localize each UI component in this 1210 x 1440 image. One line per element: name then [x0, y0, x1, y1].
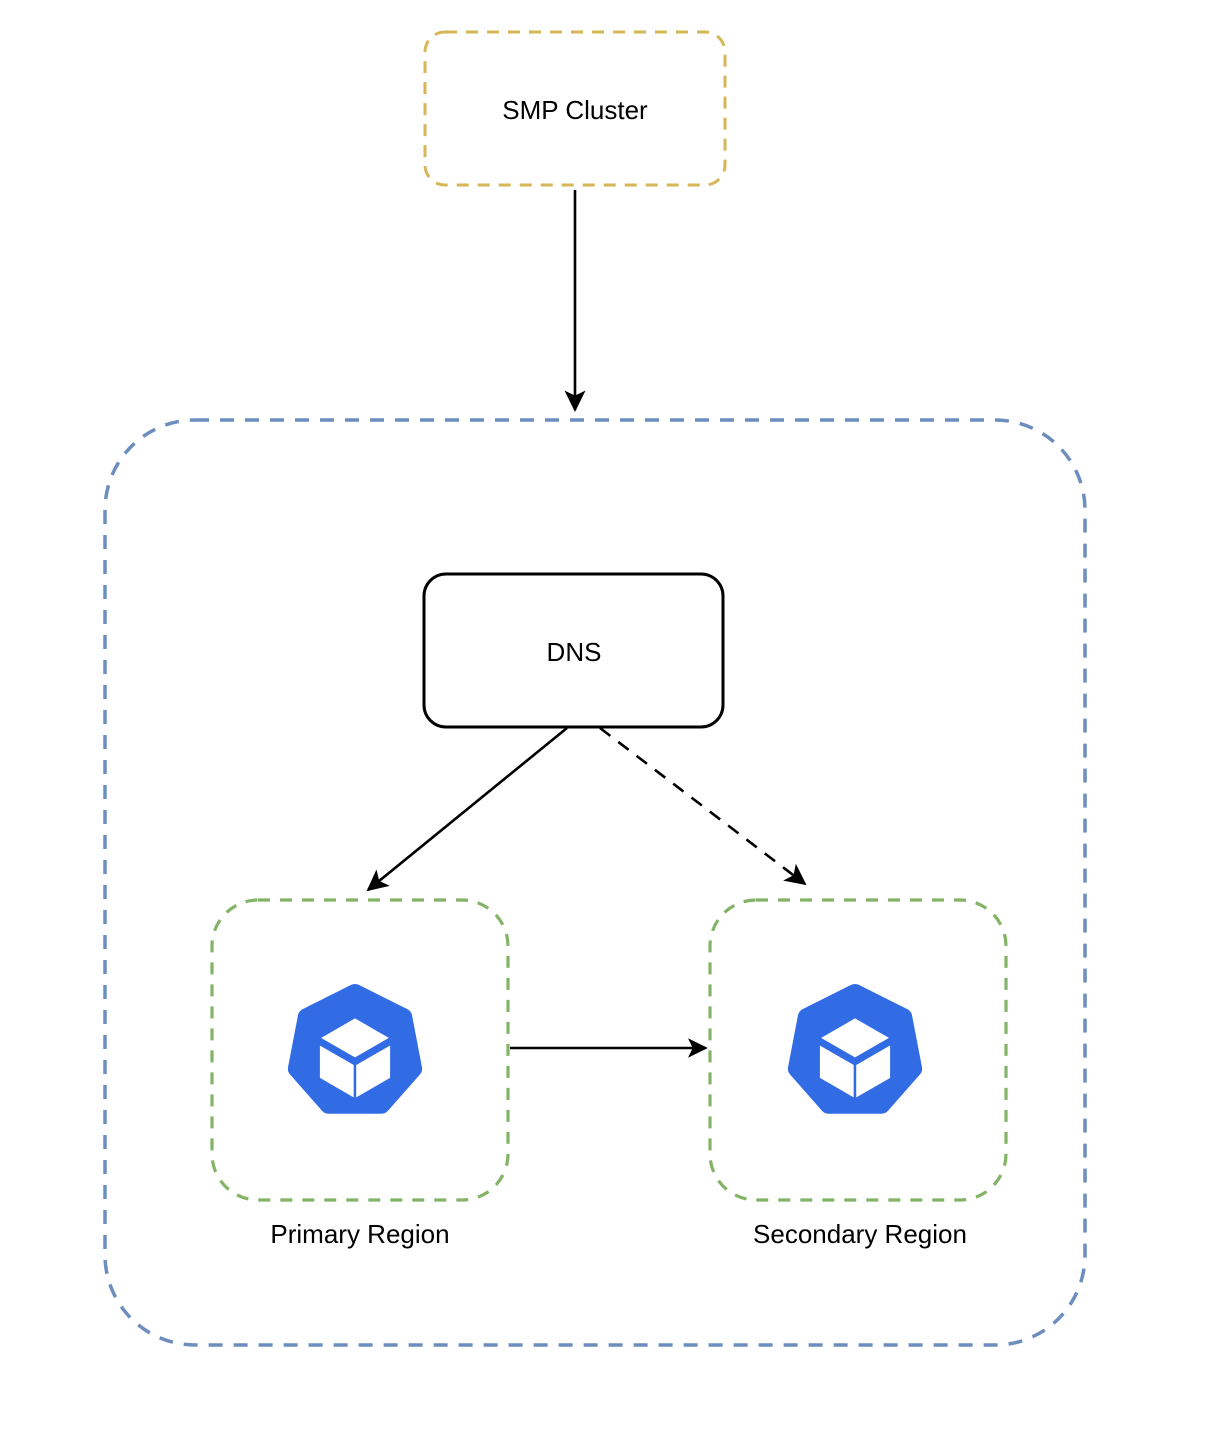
primary-region-box[interactable]	[210, 898, 510, 1202]
secondary-region-label: Secondary Region	[753, 1219, 967, 1249]
dns-box[interactable]	[422, 572, 725, 729]
primary-region-label: Primary Region	[270, 1219, 450, 1249]
smp-cluster-label: SMP Cluster	[502, 95, 648, 125]
edge-dns-to-secondary	[599, 726, 807, 886]
kubernetes-icon	[287, 983, 423, 1114]
smp-cluster-box[interactable]	[423, 30, 727, 187]
kubernetes-icon	[787, 983, 923, 1114]
edge-dns-to-primary	[366, 726, 568, 892]
outer-cluster-box[interactable]	[103, 418, 1087, 1347]
secondary-region-box[interactable]	[708, 898, 1008, 1202]
dns-label: DNS	[546, 637, 602, 667]
